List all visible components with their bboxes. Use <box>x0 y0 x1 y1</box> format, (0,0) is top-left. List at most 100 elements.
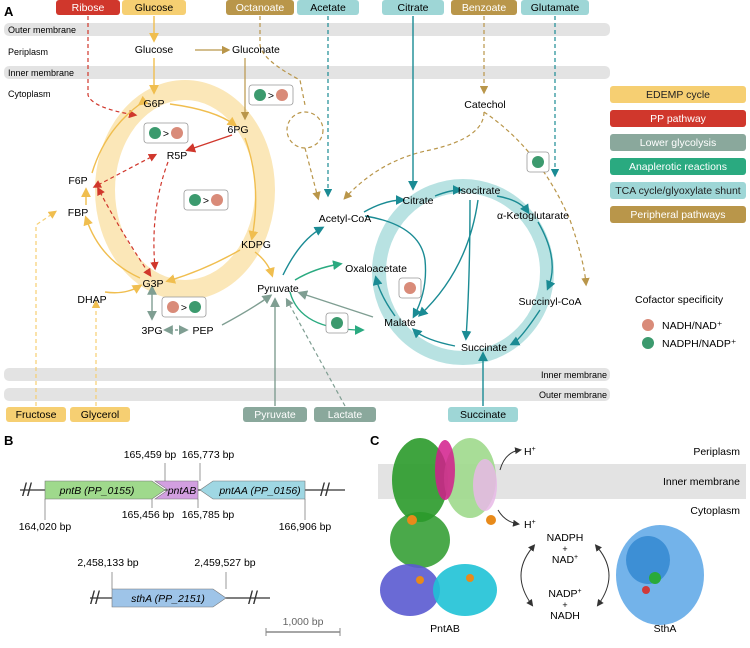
substrate-pyruvate: Pyruvate <box>243 407 307 422</box>
met-succinyl-coa: Succinyl-CoA <box>518 296 581 308</box>
nadh-circle <box>642 319 654 331</box>
f6p-g6p-arrow <box>91 95 149 174</box>
octanoate-arrow <box>259 16 306 106</box>
cofactor-box-g3p: > <box>161 296 207 318</box>
met-pep: PEP <box>192 325 213 337</box>
substrate-octanoate: Octanoate <box>226 0 294 15</box>
met-oxaloacetate: Oxaloacetate <box>345 263 407 275</box>
inner-membrane-bottom-label: Inner membrane <box>541 370 607 380</box>
met-acetyl-coa: Acetyl-CoA <box>319 213 372 225</box>
nadph-circle <box>642 337 654 349</box>
proton-arrow-down <box>497 509 520 527</box>
legend-label: Anaplerotic reactions <box>629 161 727 173</box>
pntab-label: PntAB <box>430 623 460 635</box>
substrate-glutamate: Glutamate <box>521 0 589 15</box>
coord-165785: 165,785 bp <box>182 509 235 521</box>
outer-membrane-label: Outer membrane <box>8 25 76 35</box>
svg-text:Citrate: Citrate <box>398 2 429 14</box>
isocitrate-to-succinate-arrow <box>461 199 472 341</box>
scale-bar-label: 1,000 bp <box>283 616 324 628</box>
coord-2458133: 2,458,133 bp <box>77 557 138 569</box>
cofactor-box-g6p: > <box>143 122 189 144</box>
malate-to-oxaloacetate-arrow <box>372 275 396 317</box>
beta-oxidation-cycle <box>286 111 324 149</box>
cofactor-nadh: NADH/NAD⁺ <box>662 320 722 332</box>
stha-label: SthA <box>654 623 677 635</box>
met-kdpg: KDPG <box>241 239 271 251</box>
stha-structure <box>616 525 704 625</box>
gene-stha: sthA (PP_2151) <box>111 588 227 608</box>
citrate-to-isocitrate-arrow <box>434 185 463 197</box>
reaction-nadh: NADH <box>550 610 580 622</box>
catechol-to-acetylcoa-arrow <box>343 111 485 200</box>
kdpg-to-pyruvate-arrow <box>254 251 275 278</box>
pntab-structure <box>380 438 497 616</box>
substrate-citrate: Citrate <box>382 0 444 15</box>
cofactor-title: Cofactor specificity <box>635 294 724 306</box>
cofactor-box-isocitrate <box>526 151 550 173</box>
tca-ring <box>372 179 554 365</box>
proton-arrow-up <box>499 447 522 471</box>
met-fbp: FBP <box>68 207 88 219</box>
met-f6p: F6P <box>68 175 87 187</box>
svg-text:sthA (PP_2151): sthA (PP_2151) <box>131 593 205 605</box>
proton-periplasm: H+ <box>524 446 536 458</box>
coord-165459: 165,459 bp <box>124 449 177 461</box>
pyruvate-to-oxaloacetate-arrow <box>294 260 343 281</box>
svg-text:Succinate: Succinate <box>460 409 506 421</box>
met-malate: Malate <box>384 317 416 329</box>
svg-text:Pyruvate: Pyruvate <box>254 409 296 421</box>
ribose-arrow <box>87 16 138 119</box>
reaction-nad: NAD+ <box>552 554 578 566</box>
substrate-lactate: Lactate <box>314 407 376 422</box>
svg-text:Glycerol: Glycerol <box>81 409 120 421</box>
svg-text:Glutamate: Glutamate <box>531 2 580 14</box>
svg-text:>: > <box>163 128 169 140</box>
malate-to-pyruvate-arrow <box>297 290 374 318</box>
succinate-to-malate-arrow <box>411 328 456 347</box>
met-succinate: Succinate <box>461 342 507 354</box>
panel-b-label: B <box>4 433 13 448</box>
svg-text:Benzoate: Benzoate <box>462 2 507 14</box>
svg-text:pntB (PP_0155): pntB (PP_0155) <box>59 485 135 497</box>
substrate-ribose: Ribose <box>56 0 120 15</box>
cofactor-nadph: NADPH/NADP⁺ <box>662 338 736 350</box>
outer-membrane-bottom-label: Outer membrane <box>539 390 607 400</box>
substrate-succinate: Succinate <box>448 407 518 422</box>
break-mark-right-1: // <box>320 480 330 500</box>
legend-item: PP pathway <box>610 110 746 127</box>
substrate-glucose: Glucose <box>122 0 186 15</box>
break-mark-left-2: // <box>90 588 100 608</box>
svg-text:>: > <box>181 302 187 314</box>
legend-item: TCA cycle/glyoxylate shunt <box>610 182 746 199</box>
cytoplasm-label: Cytoplasm <box>8 89 51 99</box>
panel-c-cytoplasm: Cytoplasm <box>690 505 740 517</box>
met-g3p: G3P <box>142 278 163 290</box>
substrate-glycerol: Glycerol <box>70 407 130 422</box>
break-mark-right-2: // <box>248 588 258 608</box>
legend-label: Lower glycolysis <box>640 137 716 149</box>
pyruvate-malate-arrow <box>289 291 365 335</box>
gene-pntab: pntAB <box>154 480 199 500</box>
isocitrate-to-malate-arrow <box>417 199 479 317</box>
inner-membrane-bottom <box>4 368 610 381</box>
met-pyruvate: Pyruvate <box>257 283 299 295</box>
lactate-arrow <box>285 297 346 407</box>
met-6pg: 6PG <box>227 124 248 136</box>
panel-c-inner-membrane-label: Inner membrane <box>663 476 740 488</box>
panel-c-periplasm: Periplasm <box>693 446 740 458</box>
substrate-fructose: Fructose <box>6 407 66 422</box>
panel-a-label: A <box>4 4 14 19</box>
met-catechol: Catechol <box>464 99 505 111</box>
r5p-g3p-arrow <box>150 161 169 271</box>
panel-c-label: C <box>370 433 380 448</box>
gene-pntaa: pntAA (PP_0156) <box>199 480 306 500</box>
cofactor-box-malate <box>325 312 349 334</box>
g3p-to-fbp-arrow <box>83 215 141 279</box>
legend-label: TCA cycle/glyoxylate shunt <box>615 185 741 197</box>
legend-label: PP pathway <box>650 113 707 125</box>
succinylcoa-to-succinate-arrow <box>509 309 541 346</box>
akg-to-succinylcoa-arrow <box>537 221 556 291</box>
legend-item: Anaplerotic reactions <box>610 158 746 175</box>
